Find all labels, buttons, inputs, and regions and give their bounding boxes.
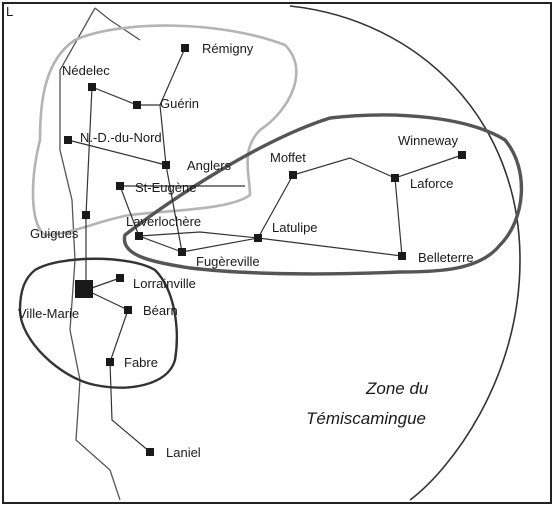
marker-laforce xyxy=(391,174,399,182)
south-zone-outline xyxy=(18,257,178,389)
zone-label-line1: Zone du xyxy=(365,379,429,398)
label-angliers: Anglers xyxy=(187,158,232,173)
label-laforce: Laforce xyxy=(410,176,453,191)
marker-laverlochere xyxy=(135,232,143,240)
label-st-eugene: St-Eugène xyxy=(135,180,196,195)
label-latulipe: Latulipe xyxy=(272,220,318,235)
marker-nd-du-nord xyxy=(64,136,72,144)
marker-belleterre xyxy=(398,252,406,260)
label-nd-du-nord: N.-D.-du-Nord xyxy=(80,130,162,145)
marker-angliers xyxy=(162,161,170,169)
marker-st-eugene xyxy=(116,182,124,190)
river xyxy=(59,7,121,501)
label-fabre: Fabre xyxy=(124,355,158,370)
river-branch xyxy=(94,7,141,41)
label-remigny: Rémigny xyxy=(202,41,254,56)
marker-bearn xyxy=(124,306,132,314)
zone-label-line2: Témiscamingue xyxy=(306,409,426,428)
label-laverlochere: Laverlochère xyxy=(126,214,201,229)
marker-latulipe xyxy=(254,234,262,242)
marker-moffet xyxy=(289,171,297,179)
marker-winneway xyxy=(458,151,466,159)
marker-lorrainville xyxy=(116,274,124,282)
label-bearn: Béarn xyxy=(143,303,178,318)
town-markers xyxy=(64,44,466,456)
east-zone-outline xyxy=(122,113,524,276)
town-labels: Rémigny Nédelec Guérin N.-D.-du-Nord Ang… xyxy=(18,41,474,460)
label-winneway: Winneway xyxy=(398,133,458,148)
corner-mark: L xyxy=(6,4,13,19)
marker-remigny xyxy=(181,44,189,52)
marker-guigues xyxy=(82,211,90,219)
label-lorrainville: Lorrainville xyxy=(133,276,196,291)
marker-guerin xyxy=(133,101,141,109)
label-guigues: Guigues xyxy=(30,226,79,241)
label-guerin: Guérin xyxy=(160,96,199,111)
label-nedelec: Nédelec xyxy=(62,63,110,78)
region-boundary-arc xyxy=(289,5,521,501)
marker-laniel xyxy=(146,448,154,456)
marker-ville-marie xyxy=(75,280,93,298)
label-fugereville: Fugèreville xyxy=(196,254,260,269)
north-zone-outline xyxy=(31,24,298,237)
label-moffet: Moffet xyxy=(270,150,306,165)
label-laniel: Laniel xyxy=(166,445,201,460)
marker-fabre xyxy=(106,358,114,366)
label-belleterre: Belleterre xyxy=(418,250,474,265)
marker-fugereville xyxy=(178,248,186,256)
label-ville-marie: Ville-Marie xyxy=(18,306,79,321)
marker-nedelec xyxy=(88,83,96,91)
